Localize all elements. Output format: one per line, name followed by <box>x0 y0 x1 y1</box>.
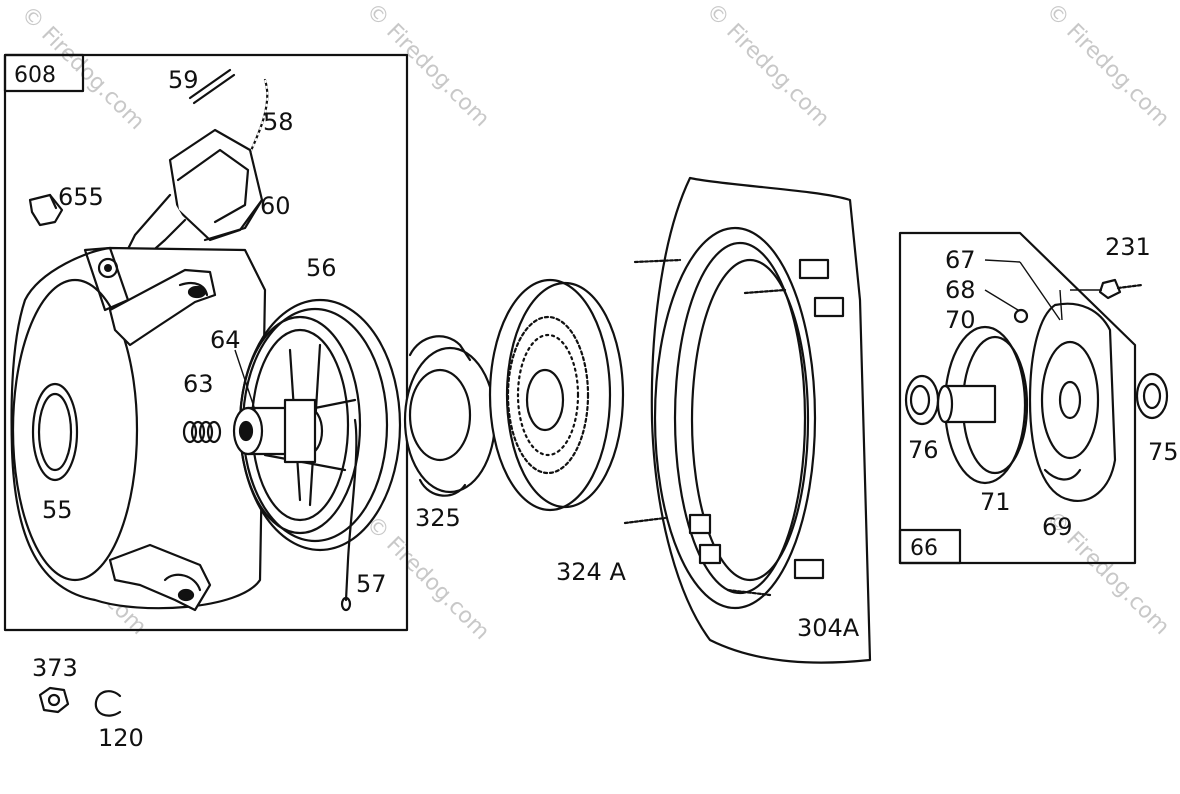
label-59: 59 <box>168 66 199 94</box>
pin-59 <box>188 68 236 105</box>
group-box-608: 608 <box>3 53 409 632</box>
label-64: 64 <box>210 326 241 354</box>
label-63: 63 <box>183 370 214 398</box>
part-labels: 59 58 655 60 56 64 63 55 57 325 324 A 30… <box>32 66 1179 752</box>
cover-69 <box>1028 302 1117 503</box>
blower-housing-304a <box>623 176 872 664</box>
housing-55 <box>10 246 267 612</box>
label-76: 76 <box>908 436 939 464</box>
label-67: 67 <box>945 246 976 274</box>
clutch-71 <box>936 325 1029 485</box>
label-71: 71 <box>980 488 1011 516</box>
group-frame-608 <box>3 53 409 632</box>
label-324a: 324 A <box>556 558 626 586</box>
group-frame-66 <box>898 231 1137 565</box>
label-69: 69 <box>1042 513 1073 541</box>
washer-76 <box>904 374 940 426</box>
label-70: 70 <box>945 306 976 334</box>
label-231: 231 <box>1105 233 1151 261</box>
lockwasher-120 <box>94 690 122 717</box>
screen-324a <box>488 278 625 512</box>
watermark-2: © Firedog.com <box>361 0 494 132</box>
group-tag-66 <box>898 528 962 565</box>
label-57: 57 <box>356 570 387 598</box>
spring-63 <box>182 420 222 444</box>
label-120: 120 <box>98 724 144 752</box>
ball-68 <box>1013 308 1029 324</box>
leader-64 <box>234 349 256 411</box>
label-655: 655 <box>58 183 104 211</box>
watermark-4: © Firedog.com <box>1041 0 1174 132</box>
label-304a: 304A <box>797 614 860 642</box>
watermark-3: © Firedog.com <box>701 0 834 132</box>
spring-325 <box>403 335 497 497</box>
label-60: 60 <box>260 192 291 220</box>
screw-231 <box>1098 278 1144 300</box>
label-58: 58 <box>263 108 294 136</box>
washer-75 <box>1135 372 1169 420</box>
label-75: 75 <box>1148 438 1179 466</box>
clip-655 <box>28 193 64 227</box>
handle-60 <box>116 128 264 270</box>
label-56: 56 <box>306 254 337 282</box>
label-55: 55 <box>42 496 73 524</box>
label-68: 68 <box>945 276 976 304</box>
label-373: 373 <box>32 654 78 682</box>
wire-57 <box>344 418 358 602</box>
label-325: 325 <box>415 504 461 532</box>
group-label-608: 608 <box>14 63 56 88</box>
group-tag-608 <box>3 53 85 93</box>
group-label-66: 66 <box>910 536 938 561</box>
pulley-56 <box>232 298 402 552</box>
nut-373 <box>38 686 70 714</box>
group-box-66: 66 <box>898 231 1137 565</box>
